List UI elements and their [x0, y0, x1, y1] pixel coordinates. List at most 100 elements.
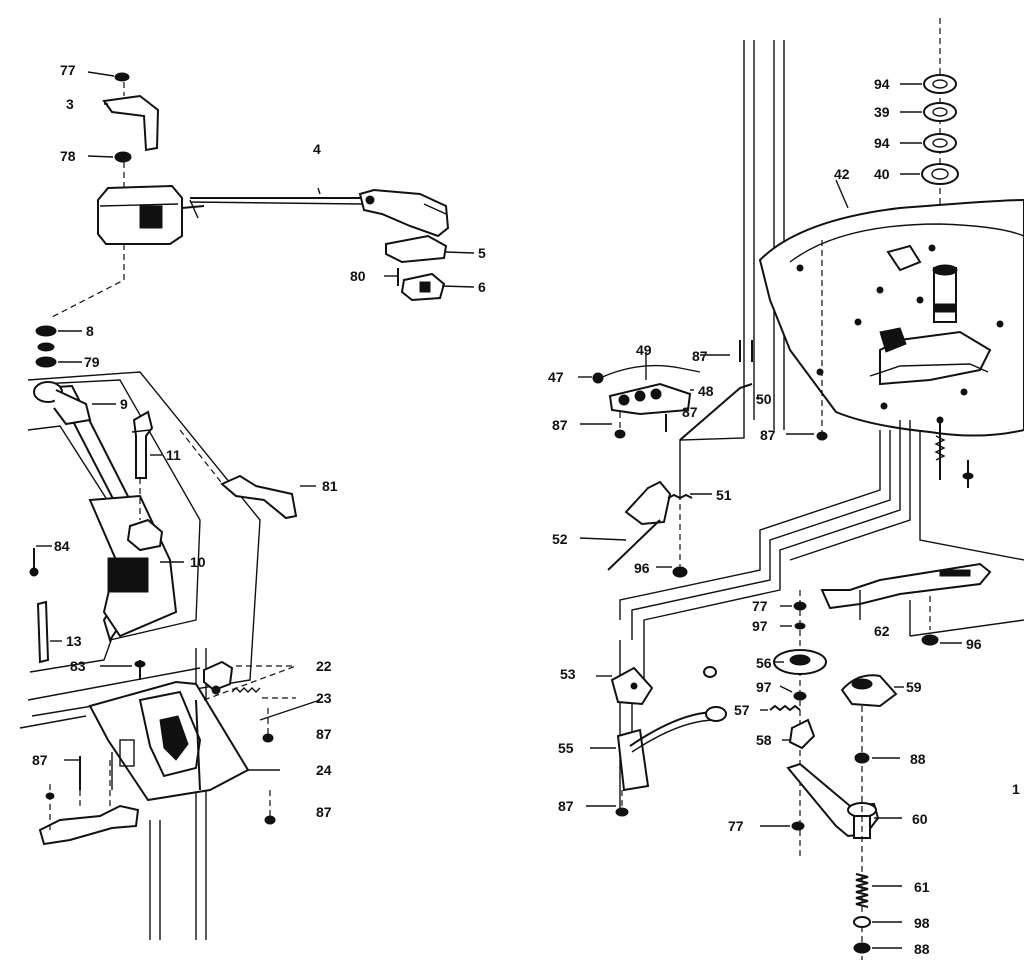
label-55: 55 [558, 740, 574, 756]
part-80-screw [384, 268, 399, 286]
part-58-link [782, 718, 816, 750]
label-79: 79 [84, 354, 100, 370]
mechanism-plate [88, 680, 280, 802]
label-13: 13 [66, 633, 82, 649]
label-edge-1: 1 [1012, 781, 1020, 797]
part-59-cam [840, 674, 904, 708]
label-87-f: 87 [552, 417, 568, 433]
label-62: 62 [874, 623, 890, 639]
label-51: 51 [716, 487, 732, 503]
label-97-a: 97 [752, 618, 768, 634]
part-79-washer [35, 342, 82, 368]
part-9-arm-rest [33, 381, 116, 426]
part-49-bracket-assembly [578, 352, 701, 416]
label-57: 57 [734, 702, 750, 718]
linkage-bar-left [38, 760, 140, 846]
part-11-lift-post [131, 410, 162, 479]
label-87-h: 87 [558, 798, 574, 814]
label-48: 48 [698, 383, 714, 399]
part-77-washer [87, 71, 130, 82]
label-78: 78 [60, 148, 76, 164]
label-96-a: 96 [634, 560, 650, 576]
label-88-b: 88 [914, 941, 930, 957]
label-81: 81 [322, 478, 338, 494]
label-94-a: 94 [874, 76, 890, 92]
part-13-spring-post [36, 600, 62, 664]
label-49: 49 [636, 342, 652, 358]
label-9: 9 [120, 396, 128, 412]
label-11: 11 [166, 447, 181, 463]
part-23-spring [231, 687, 296, 699]
label-56: 56 [756, 655, 772, 671]
label-94-b: 94 [874, 135, 890, 151]
label-61: 61 [914, 879, 930, 895]
part-61-spring [855, 873, 902, 908]
right-chassis-steps [619, 420, 1024, 810]
label-87-c: 87 [32, 752, 48, 768]
part-10-lift-base [126, 518, 184, 563]
washers-stack [900, 74, 959, 185]
label-4: 4 [313, 141, 321, 157]
label-42: 42 [834, 166, 850, 182]
label-77-b: 77 [752, 598, 768, 614]
part-56-pulley [773, 649, 827, 675]
label-47: 47 [548, 369, 564, 385]
pivot-screws [700, 340, 753, 362]
label-77-c: 77 [728, 818, 744, 834]
part-84-screw [29, 545, 52, 577]
label-87-d: 87 [692, 348, 708, 364]
label-59: 59 [906, 679, 922, 695]
label-40: 40 [874, 166, 890, 182]
part-4-tonearm [97, 184, 450, 245]
part-96-screw-a [656, 566, 688, 578]
part-87-screw-c [64, 756, 81, 808]
label-77: 77 [60, 62, 76, 78]
label-39: 39 [874, 104, 890, 120]
label-24: 24 [316, 762, 332, 778]
label-50: 50 [756, 391, 772, 407]
label-80: 80 [350, 268, 366, 284]
label-53: 53 [560, 666, 576, 682]
label-98: 98 [914, 915, 930, 931]
label-83: 83 [70, 658, 86, 674]
part-22-switch [203, 660, 296, 695]
label-23: 23 [316, 690, 332, 706]
part-87-screw-b [264, 790, 276, 825]
part-78-nut [87, 151, 132, 163]
label-87-g: 87 [760, 427, 776, 443]
label-87-e: 87 [682, 404, 698, 420]
part-83-screw [100, 660, 146, 680]
label-22: 22 [316, 658, 332, 674]
part-51-52-lever [579, 480, 712, 571]
part-6-cartridge [400, 272, 475, 302]
lower-spindle-stack [853, 706, 902, 960]
label-96-b: 96 [966, 636, 982, 652]
part-81-cue-lever [220, 474, 316, 520]
tonearm-assembly [35, 71, 475, 368]
part-42-platter-plate [758, 179, 1024, 488]
part-87-screw-a [262, 708, 274, 743]
part-3-lever [102, 94, 160, 152]
label-5: 5 [478, 245, 486, 261]
label-52: 52 [552, 531, 568, 547]
label-84: 84 [54, 538, 70, 554]
label-58: 58 [756, 732, 772, 748]
label-87-b: 87 [316, 804, 332, 820]
part-62-lever [820, 562, 992, 630]
part-8-washer [35, 325, 82, 337]
label-6: 6 [478, 279, 486, 295]
label-97-b: 97 [756, 679, 772, 695]
part-96-screw-b [921, 634, 962, 646]
callout-labels: 77 3 78 4 5 80 6 8 79 9 11 81 84 10 13 8… [32, 62, 1020, 957]
label-60: 60 [912, 811, 928, 827]
label-10: 10 [190, 554, 206, 570]
part-53-55-bracket [586, 666, 727, 817]
part-60-arm [786, 762, 902, 839]
label-3: 3 [66, 96, 74, 112]
part-5-cartridge-plate [385, 234, 475, 264]
screws-87-row [580, 240, 828, 441]
part-50-rod [679, 383, 762, 441]
plate-holes [796, 244, 1004, 424]
